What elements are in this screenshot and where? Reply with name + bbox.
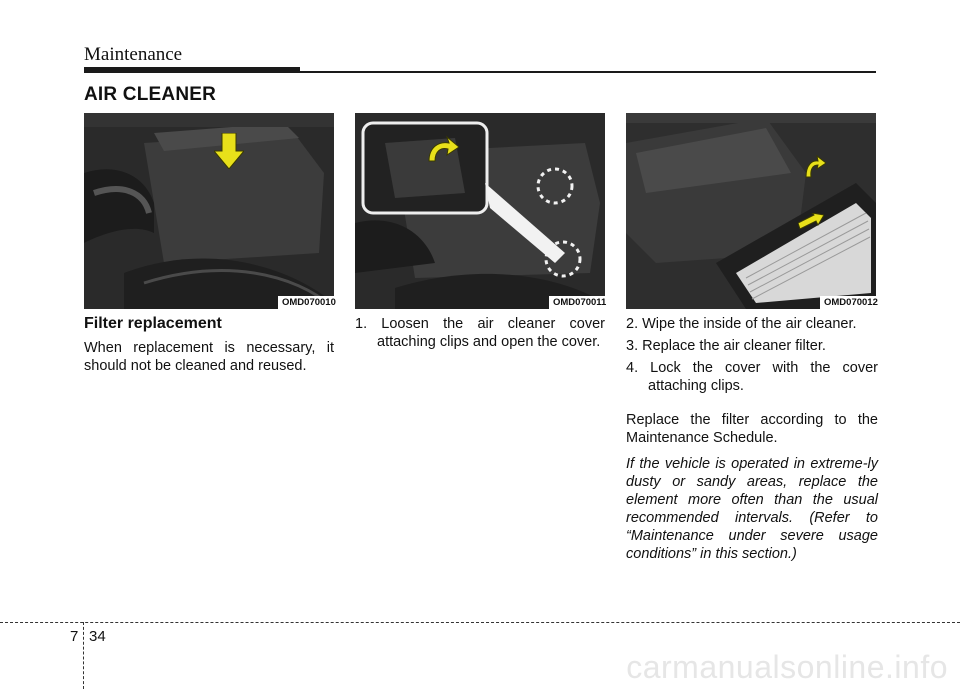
column-2: 1. Loosen the air cleaner cover attachin…: [355, 315, 605, 355]
figure-label-3: OMD070012: [820, 296, 878, 309]
step-4: 4. Lock the cover with the cover attachi…: [626, 360, 878, 394]
dusty-conditions-note: If the vehicle is operated in extreme-ly…: [626, 456, 878, 562]
chapter-number: 7: [70, 628, 79, 645]
section-title: AIR CLEANER: [84, 84, 217, 105]
step-2: 2. Wipe the inside of the air cleaner.: [626, 316, 857, 332]
figure-engine-bay-3: [626, 113, 876, 309]
step-3: 3. Replace the air cleaner filter.: [626, 338, 826, 354]
filter-replacement-heading: Filter replacement: [84, 315, 222, 332]
footer-rule: [0, 622, 960, 623]
filter-replacement-text: When replacement is necessary, it should…: [84, 340, 334, 374]
header-title: Maintenance: [84, 44, 183, 65]
arrow-down-icon: [214, 133, 244, 169]
column-3: 2. Wipe the inside of the air cleaner. 3…: [626, 315, 878, 563]
spacer: [626, 399, 878, 411]
column-1: Filter replacement When replacement is n…: [84, 315, 334, 375]
schedule-text: Replace the filter according to the Main…: [626, 412, 878, 446]
rotate-arrow-icon-small: [805, 155, 826, 178]
rotate-arrow-icon: [428, 135, 459, 162]
step-1: 1. Loosen the air cleaner cover attachin…: [355, 316, 605, 350]
arrow-right-icon: [798, 213, 824, 229]
footer-divider: [83, 622, 84, 689]
page-number: 34: [89, 628, 106, 645]
figure-label-2: OMD070011: [549, 296, 606, 309]
watermark: carmanualsonline.info: [626, 649, 948, 685]
header-rule-thin: [300, 71, 876, 73]
figure-engine-bay-2: [355, 113, 605, 309]
header-rule-thick: [84, 67, 300, 73]
figure-label-1: OMD070010: [278, 296, 336, 309]
figure-engine-bay-1: [84, 113, 334, 309]
